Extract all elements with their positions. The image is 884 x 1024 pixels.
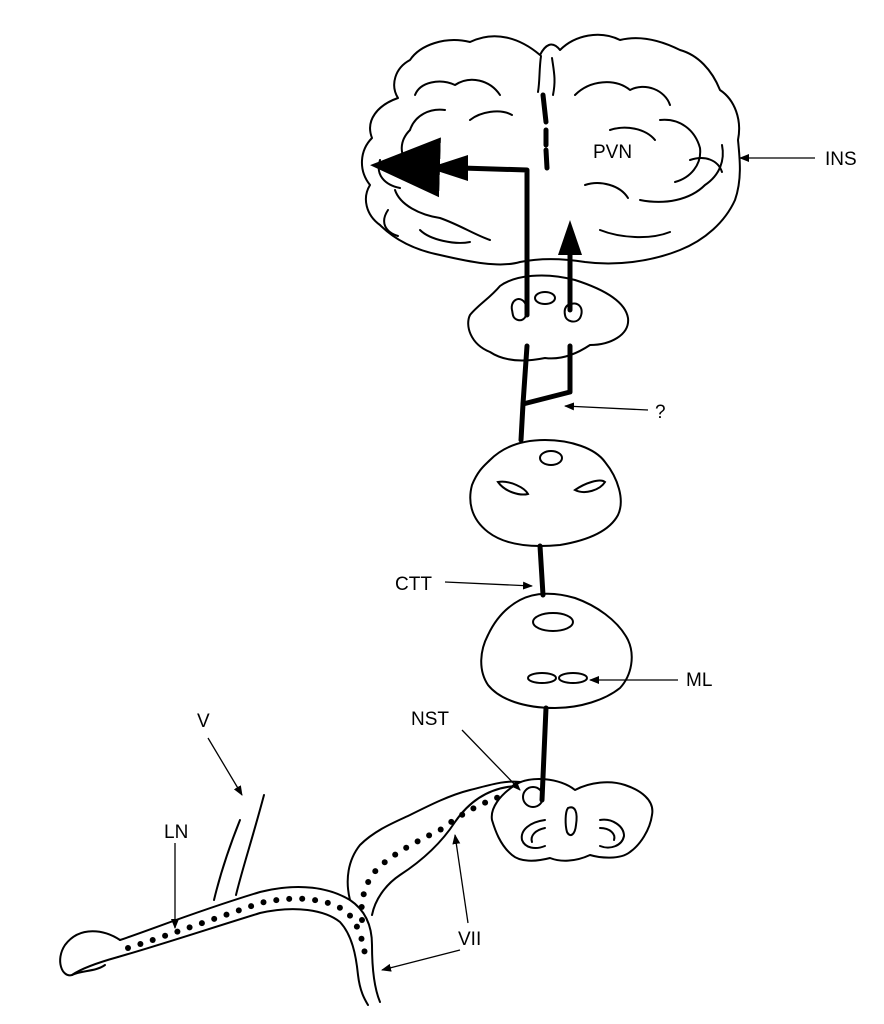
taste-fiber-dot — [494, 794, 501, 801]
medulla-lower-left-nucleus-inner — [530, 827, 546, 843]
taste-fiber-dot — [482, 799, 489, 806]
taste-fiber-dot — [358, 904, 365, 910]
taste-fiber-dot — [360, 891, 367, 898]
label-ctt: CTT — [395, 574, 432, 595]
pons-nucleus-right — [573, 479, 607, 493]
question-pointer — [564, 402, 649, 411]
medulla-lower-center — [564, 806, 578, 837]
pons-section — [469, 439, 622, 548]
label-question: ? — [655, 402, 666, 423]
label-nst: NST — [411, 709, 449, 730]
taste-fiber-dot — [137, 941, 144, 947]
label-ml: ML — [686, 670, 712, 691]
taste-fiber-dot — [260, 899, 267, 906]
label-pvn: PVN — [593, 142, 632, 163]
chorda-tympani-nerve — [117, 886, 381, 1006]
taste-fiber-dot — [223, 911, 230, 918]
medial-lemniscus-right — [558, 672, 588, 684]
taste-fiber-dot — [186, 924, 193, 931]
taste-fiber-dot — [365, 879, 372, 885]
cortex-arrowhead-left — [428, 155, 468, 181]
taste-fiber-dot — [149, 937, 156, 943]
nst-pointer — [461, 729, 521, 791]
taste-fiber-dot — [359, 917, 365, 923]
label-v: V — [197, 711, 210, 732]
taste-fiber-dot — [403, 844, 410, 851]
v-pointer — [207, 737, 243, 796]
taste-fiber-dot — [470, 805, 477, 812]
label-vii: VII — [458, 929, 481, 950]
vii-pointer-upper — [452, 834, 469, 924]
taste-fiber-dot — [198, 920, 205, 927]
taste-fiber-dot — [414, 838, 421, 845]
thalamus-arrowhead-up — [558, 220, 582, 255]
taste-fiber-dot — [286, 895, 293, 902]
taste-fiber-dot — [437, 826, 444, 833]
lingual-nerve-v — [59, 794, 265, 977]
taste-fiber-dots — [125, 794, 501, 955]
label-ln: LN — [164, 822, 188, 843]
vii-pointer-lower — [381, 949, 461, 972]
taste-fiber-dot — [125, 945, 131, 951]
brain-coronal-section — [361, 33, 741, 266]
thalamus-nucleus-right — [563, 302, 583, 323]
medial-lemniscus-left — [527, 672, 557, 684]
taste-fiber-dot — [358, 935, 365, 942]
taste-fiber-dot — [392, 851, 399, 858]
taste-fiber-dot — [162, 932, 169, 939]
taste-fiber-dot — [211, 915, 218, 922]
label-ins: INS — [825, 149, 857, 170]
medulla-upper-center — [532, 612, 574, 632]
pons-nucleus-left — [496, 480, 530, 496]
thalamus-section — [467, 274, 630, 362]
ctt-pointer — [444, 581, 533, 590]
pons-nucleus-top — [539, 450, 563, 466]
taste-fiber-dot — [235, 907, 242, 914]
taste-fiber-dot — [353, 923, 360, 930]
taste-fiber-dot — [459, 811, 466, 818]
taste-fiber-dot — [448, 818, 455, 825]
taste-fiber-dot — [248, 903, 255, 910]
medulla-lower-right-nucleus — [599, 818, 625, 849]
taste-fiber-dot — [174, 928, 181, 935]
taste-fiber-dot — [347, 912, 353, 919]
taste-fiber-dot — [336, 904, 343, 911]
taste-fiber-dot — [361, 948, 368, 955]
thalamus-center — [534, 291, 556, 305]
taste-fiber-dot — [426, 832, 433, 839]
taste-fiber-dot — [273, 897, 280, 904]
medulla-lower-right-nucleus-inner — [599, 827, 616, 841]
medulla-upper-section — [480, 592, 633, 709]
taste-fiber-dot — [312, 897, 319, 904]
midline-dashes — [540, 92, 550, 171]
taste-fiber-dot — [372, 868, 379, 875]
medulla-lower-left-nucleus — [520, 819, 546, 849]
taste-fiber-dot — [381, 859, 388, 866]
facial-nerve-vii — [346, 780, 521, 916]
taste-fiber-dot — [324, 899, 331, 906]
taste-fiber-dot — [299, 895, 306, 902]
